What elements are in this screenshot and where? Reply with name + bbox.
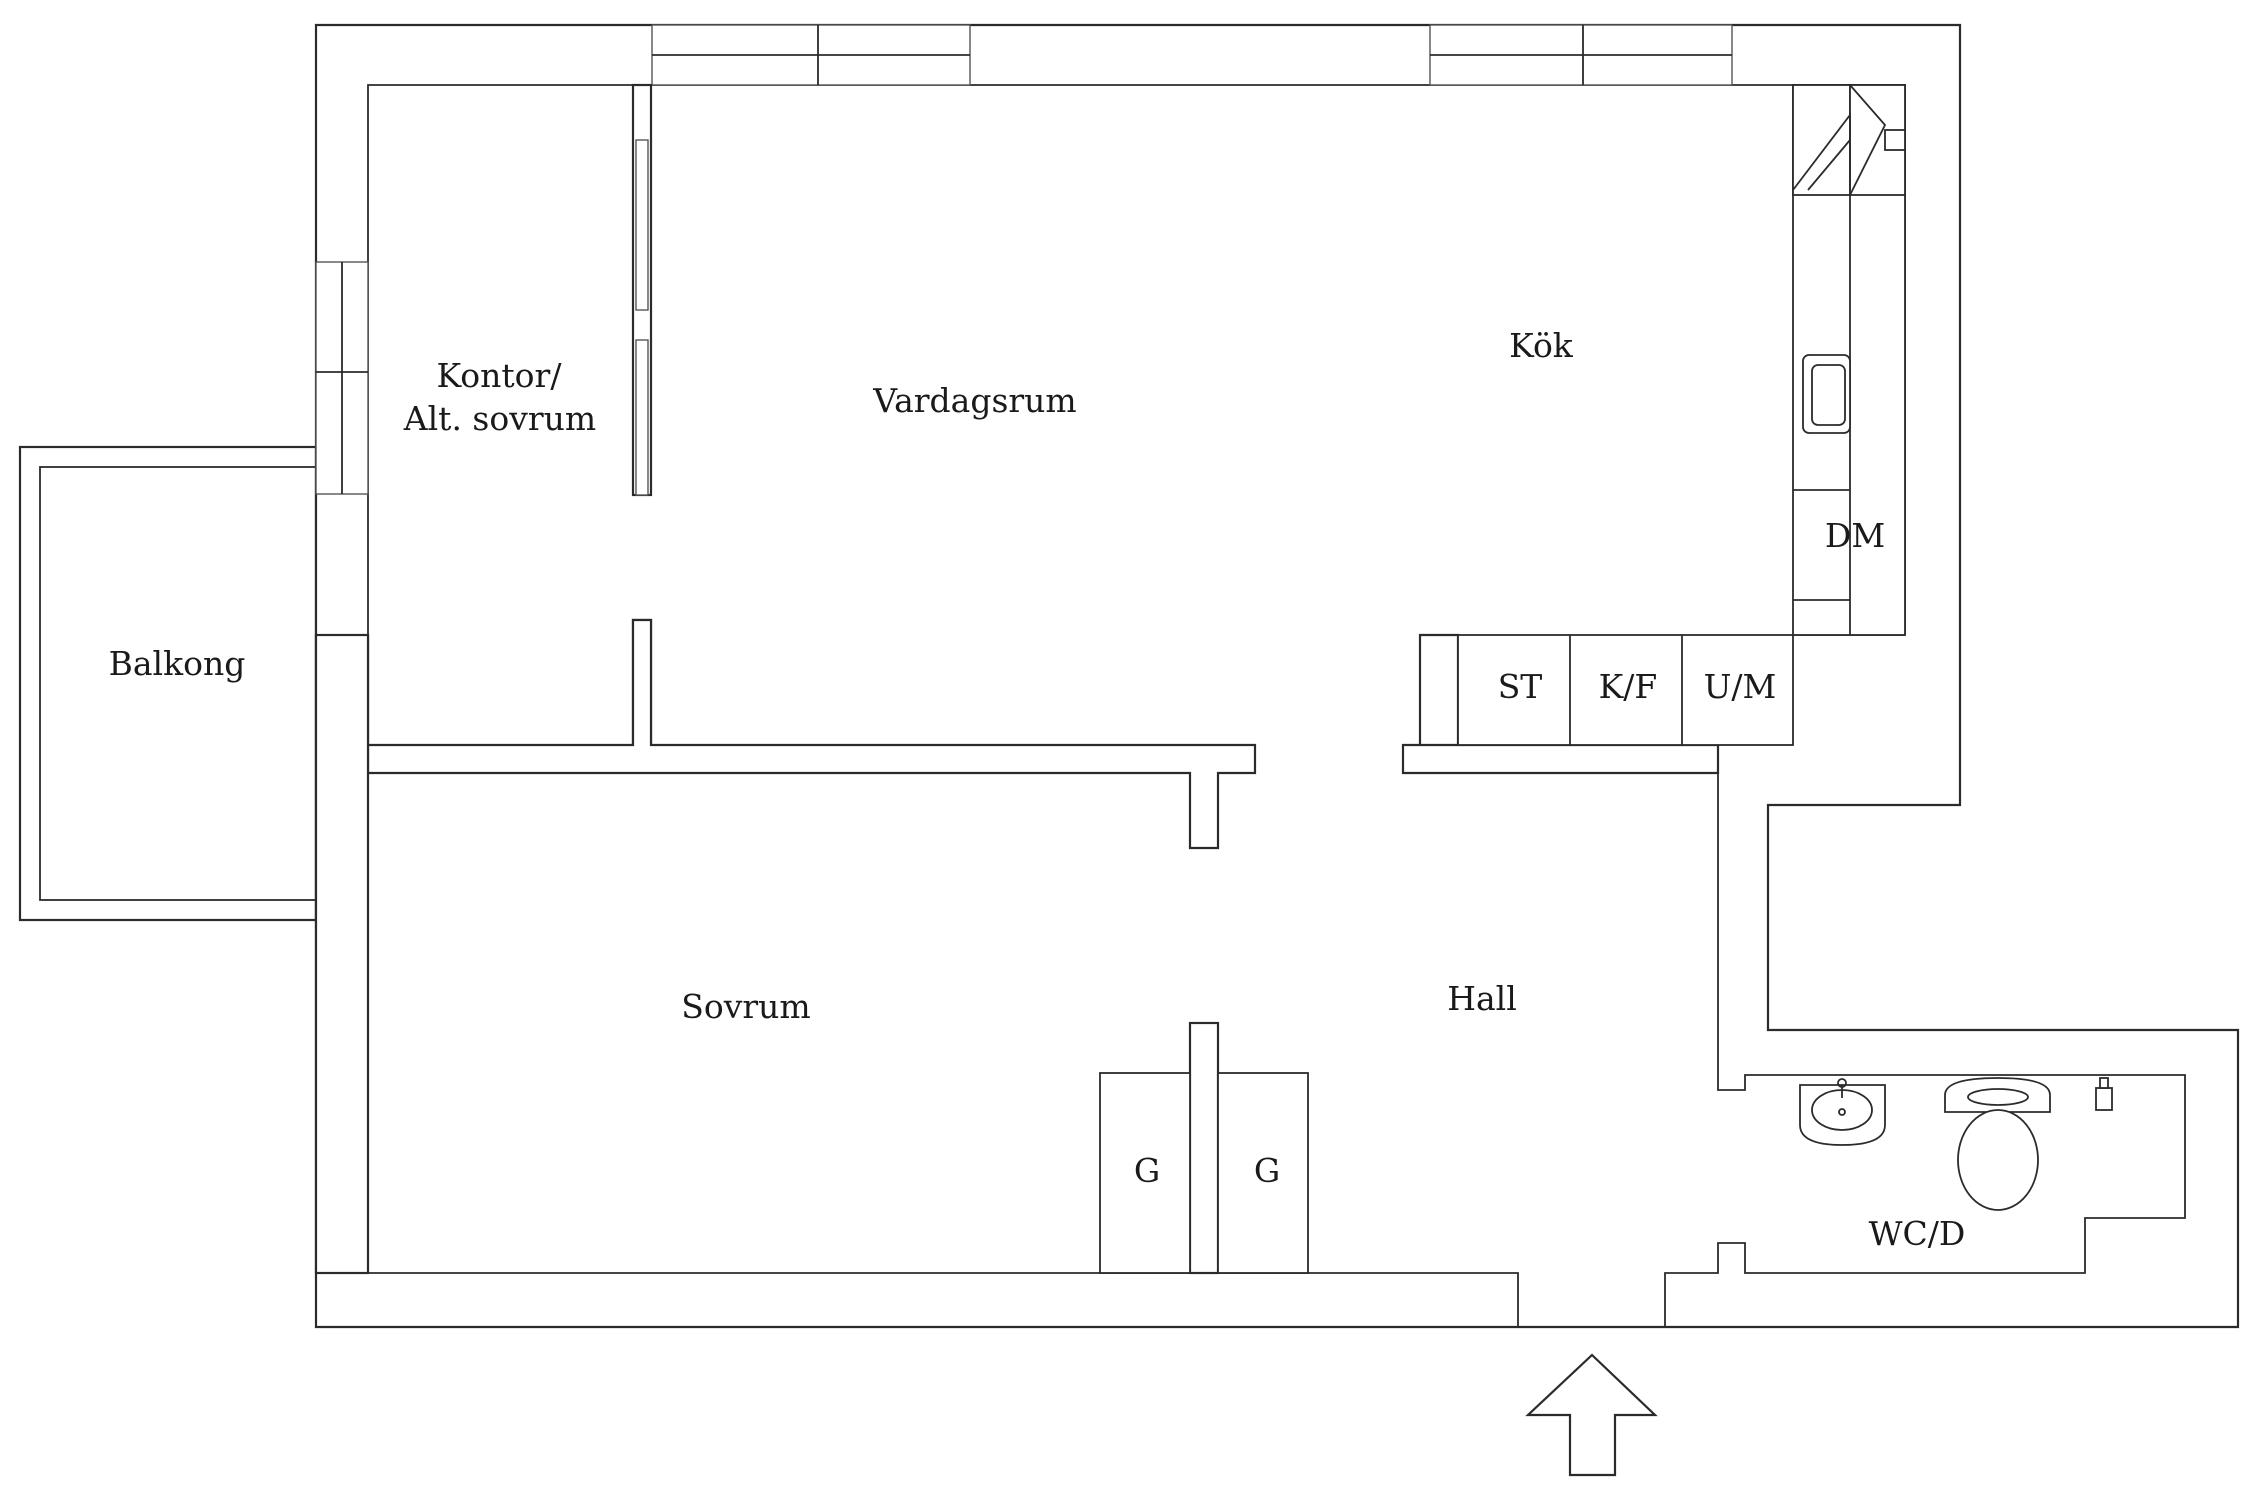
balcony: [18, 445, 318, 922]
room-label-kontor-line1: Kontor/: [437, 356, 563, 395]
room-label-wcd: WC/D: [1869, 1214, 1966, 1253]
label-dm: DM: [1825, 516, 1885, 555]
window-left-upper: [315, 261, 369, 495]
label-st: ST: [1498, 667, 1543, 706]
stove-icon: [1792, 84, 1906, 196]
label-g-left: G: [1134, 1151, 1160, 1190]
outer-wall: [314, 23, 2240, 1329]
room-label-kok: Kök: [1509, 326, 1574, 365]
wardrobe-left: [1099, 1072, 1191, 1274]
wall-middle-left: [366, 618, 1257, 850]
washbasin-icon: [1799, 1078, 1886, 1146]
room-label-hall: Hall: [1447, 979, 1517, 1018]
window-top-left: [651, 24, 971, 86]
room-label-vardagsrum: Vardagsrum: [872, 381, 1076, 420]
entrance-arrow-icon: [1525, 1353, 1658, 1477]
label-um: U/M: [1704, 667, 1777, 706]
room-label-sovrum: Sovrum: [681, 987, 810, 1026]
label-g-right: G: [1254, 1151, 1280, 1190]
room-label-kontor-line2: Alt. sovrum: [403, 399, 596, 438]
shower-icon: [2095, 1077, 2113, 1111]
sink-icon: [1802, 354, 1851, 434]
room-label-balkong: Balkong: [109, 644, 246, 683]
wardrobe-right: [1217, 1072, 1309, 1274]
kitchen-cabinets: [1457, 634, 1794, 746]
kitchen-counter: [1792, 84, 1906, 636]
window-top-right: [1429, 24, 1733, 86]
toilet-icon: [1944, 1077, 2051, 1211]
label-kf: K/F: [1599, 667, 1658, 706]
wall-wardrobe: [1188, 1021, 1220, 1275]
